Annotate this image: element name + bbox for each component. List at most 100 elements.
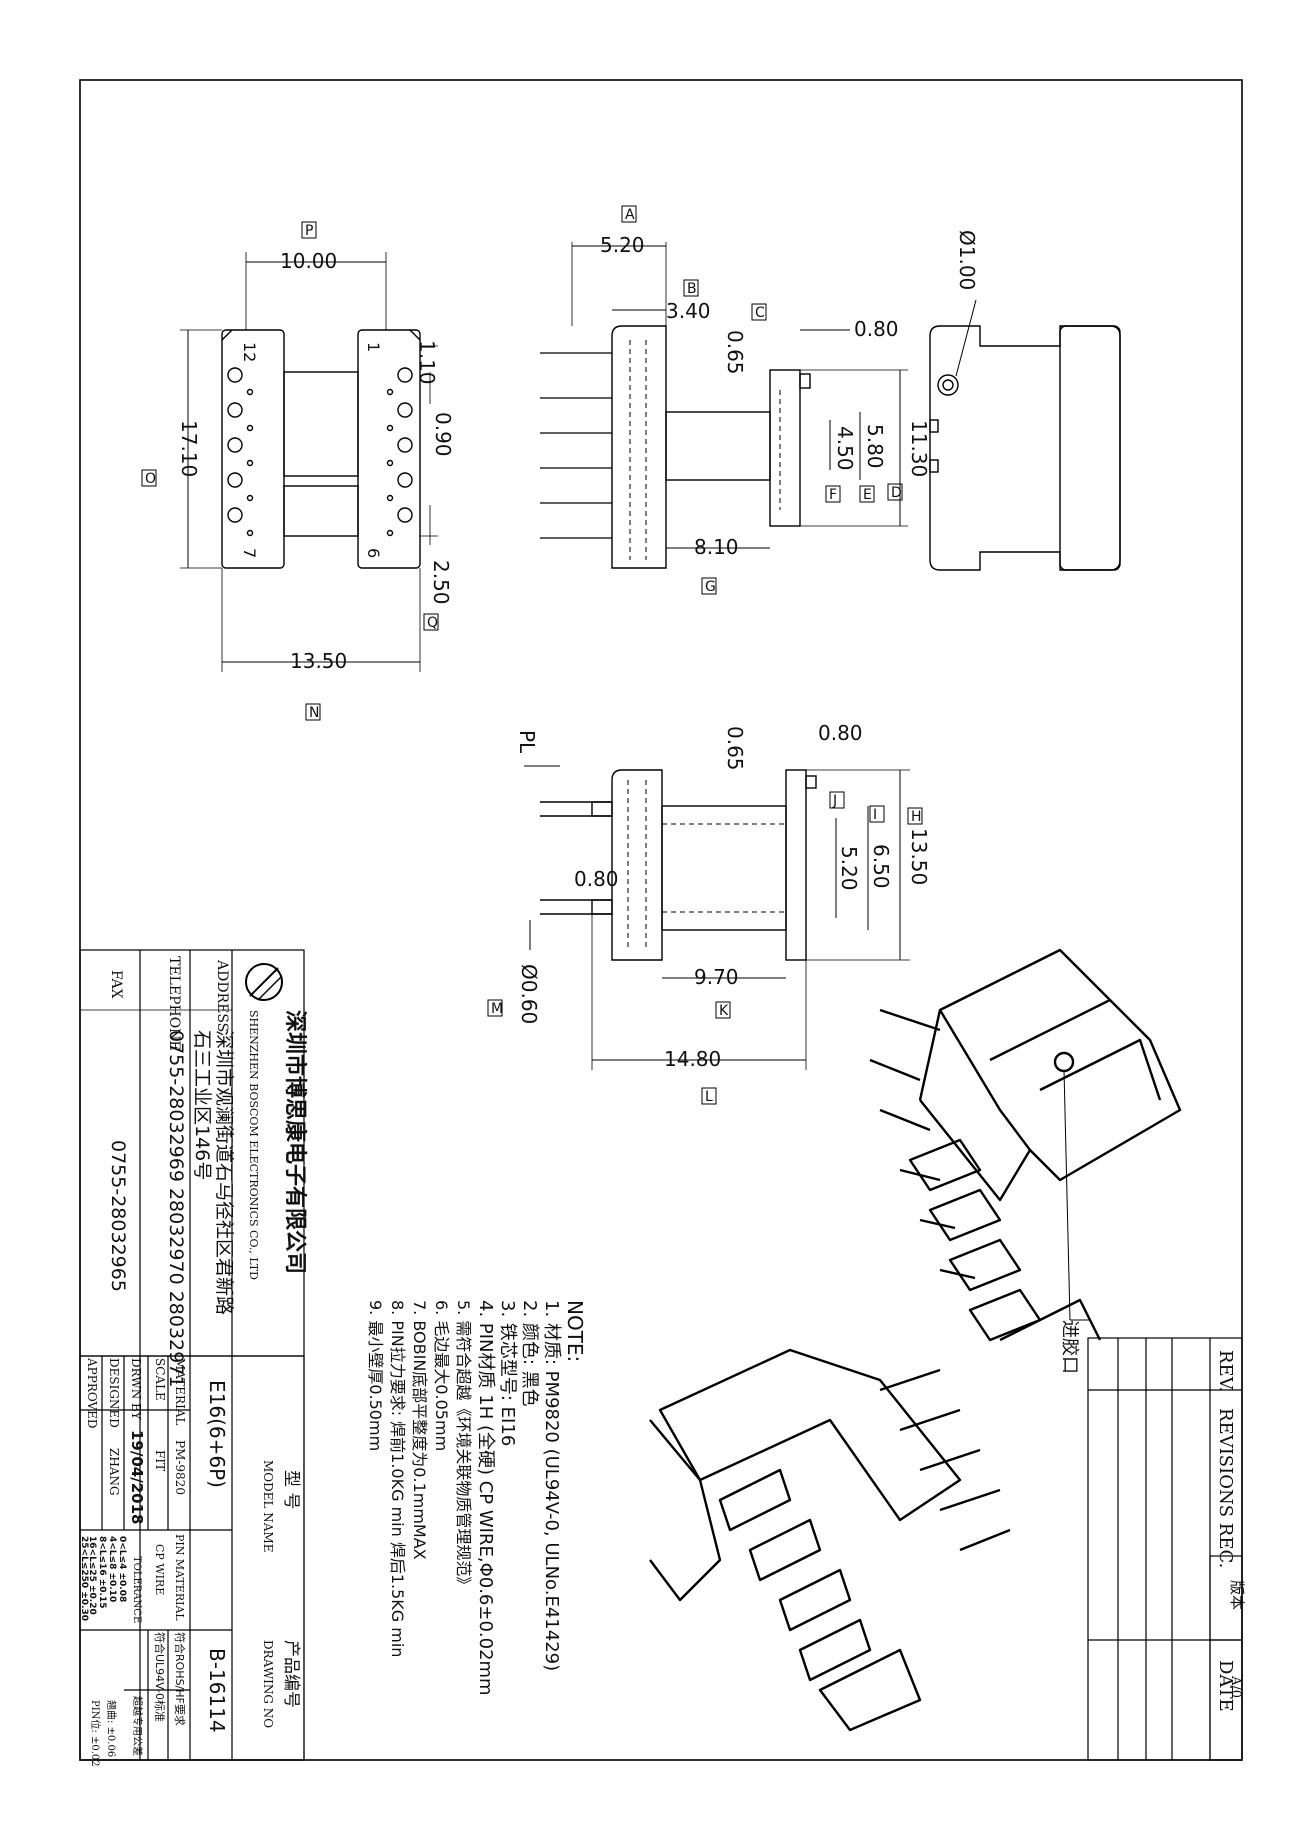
label-h: H — [911, 809, 922, 825]
approved-label: APPROVED — [85, 1357, 99, 1429]
dim-0-80-left: 0.80 — [574, 867, 619, 891]
dim-5-20: 5.20 — [600, 233, 645, 257]
revision-text: REV. REVISIONS REC. DATE 版本 A/0 — [1215, 1350, 1246, 1712]
notes: NOTE: 1. 材质: PM9820 (UL94V-0, ULNo.E4142… — [366, 1300, 587, 1696]
label-g: G — [705, 579, 716, 595]
address-line1: 深圳市观澜街道石马径社区君新路 — [213, 1030, 235, 1315]
dim-pl: PL — [515, 730, 539, 754]
material-value: PM-9820 — [173, 1440, 187, 1495]
fax-value: 0755-28032965 — [107, 1140, 129, 1292]
material-label: MATERIAL — [173, 1358, 187, 1426]
note-6: 6. 毛边最大0.05mm — [432, 1300, 451, 1451]
address-label: ADDRESS — [214, 959, 230, 1032]
warpage-tolerance: 翘曲: ±0.06 — [105, 1700, 117, 1757]
pin-number-12: 12 — [240, 342, 259, 362]
pin-number-7: 7 — [240, 548, 259, 558]
dim-5-80: 5.80 — [863, 424, 887, 469]
title-block-grid — [79, 1355, 305, 1761]
fax-label: FAX — [108, 970, 124, 999]
version-value: A/0 — [1228, 1675, 1243, 1698]
scale-label: SCALE — [153, 1358, 167, 1401]
sheet-border — [79, 79, 1243, 1761]
date-label: DATE — [1215, 1660, 1236, 1712]
dim-10-00: 10.00 — [280, 249, 337, 273]
revisions-label: REVISIONS REC. — [1215, 1408, 1236, 1568]
top-view — [180, 252, 438, 672]
pin-position-tolerance: PIN位: ±0.02 — [89, 1700, 102, 1767]
tolerance-label: TOLERANCE — [131, 1556, 142, 1623]
label-c: C — [755, 305, 765, 321]
note-4: 4. PIN材质 1H (全硬) CP WIRE,Φ0.6±0.02mm — [475, 1300, 496, 1696]
front-view — [929, 299, 1121, 571]
telephone-value: 0755-28032969 28032970 28032971 — [165, 1030, 187, 1387]
label-l: L — [705, 1089, 713, 1105]
dim-d0-60: Ø0.60 — [517, 964, 541, 1024]
top-view-dimension-text: 10.00 1.10 0.90 17.10 2.50 13.50 12 1 7 … — [177, 249, 455, 673]
dim-5-20-lower: 5.20 — [837, 846, 861, 891]
label-m: M — [491, 1001, 503, 1017]
label-d: D — [891, 485, 902, 501]
side-view — [540, 242, 908, 569]
pin-number-6: 6 — [364, 548, 383, 558]
address-line2: 石三工业区146号 — [191, 1030, 213, 1180]
company-text: 深圳市博思康电子有限公司 SHENZHEN BOSCOM ELECTRONICS… — [107, 956, 308, 1387]
dim-0-90: 0.90 — [431, 412, 455, 457]
dim-0-65-lower: 0.65 — [723, 726, 747, 771]
company-name-en: SHENZHEN BOSCOM ELECTRONICS CO., LTD — [247, 1010, 260, 1280]
model-label-en: MODEL NAME — [261, 1460, 275, 1553]
label-n: N — [309, 705, 319, 721]
drawing-label-cn: 产品编号 — [281, 1640, 301, 1708]
dim-4-50: 4.50 — [833, 426, 857, 471]
pin-material-value: 符合ROHS/HF要求 — [173, 1632, 187, 1726]
dim-d1-00: Ø1.00 — [955, 230, 979, 290]
tolerance-row-2: 4<L≤8 ±0.10 — [107, 1536, 117, 1602]
gate-label: 进胶口 — [1059, 1320, 1080, 1374]
dim-17-10: 17.10 — [177, 420, 201, 477]
dim-13-50: 13.50 — [290, 649, 347, 673]
lower-view-labels: H I J K L M — [487, 791, 923, 1105]
note-7: 7. BOBIN底部平整度为0.1mmMAX — [410, 1300, 429, 1560]
version-label: 版本 — [1228, 1580, 1246, 1610]
lower-view — [524, 765, 910, 1070]
note-8: 8. PIN拉力要求: 焊前1.0KG min 焊后1.5KG min — [388, 1300, 407, 1657]
scale-value: FIT — [153, 1450, 167, 1471]
label-p: P — [305, 223, 313, 239]
designed-value: ZHANG — [107, 1448, 121, 1496]
side-view-dimension-text: 5.20 3.40 0.80 0.65 11.30 5.80 4.50 8.10 — [600, 233, 931, 559]
model-label-cn: 型 号 — [281, 1470, 301, 1509]
cp-wire-label: CP WIRE — [153, 1544, 166, 1595]
lower-view-dimension-text: PL 0.65 0.80 13.50 6.50 5.20 0.80 9.70 1… — [515, 721, 931, 1071]
model-value: E16(6+6P) — [205, 1380, 229, 1488]
note-9: 9. 最小壁厚0.50mm — [366, 1300, 385, 1451]
label-o: O — [145, 471, 156, 487]
cp-wire-value: 符合UL94V-0标准 — [153, 1632, 167, 1722]
dim-9-70: 9.70 — [694, 965, 739, 989]
dim-8-10: 8.10 — [694, 535, 739, 559]
drawn-value: 19/04/2018 — [128, 1430, 146, 1524]
isometric-view-lower — [649, 1348, 1011, 1732]
top-view-labels: P Q O N — [141, 221, 439, 721]
label-i: I — [873, 807, 877, 823]
dim-3-40: 3.40 — [666, 299, 711, 323]
company-name-cn: 深圳市博思康电子有限公司 — [282, 1010, 308, 1274]
label-b: B — [687, 281, 697, 297]
label-e: E — [863, 487, 872, 503]
drawing-label-en: DRAWING NO — [261, 1640, 275, 1728]
dim-14-80: 14.80 — [664, 1047, 721, 1071]
side-view-labels: A B C D E F G — [621, 205, 903, 595]
dim-0-80-top: 0.80 — [818, 721, 863, 745]
tolerance-row-4: 16<L≤25 ±0.20 — [87, 1536, 97, 1615]
dim-13-50-lower: 13.50 — [907, 828, 931, 885]
notes-title: NOTE: — [563, 1300, 587, 1362]
note-3: 3. 铁芯型号: EI16 — [497, 1300, 518, 1446]
dim-0-65-side: 0.65 — [723, 330, 747, 375]
pin-material-label: PIN MATERIAL — [173, 1534, 186, 1621]
title-block-text: 型 号 MODEL NAME E16(6+6P) 产品编号 DRAWING NO… — [79, 1357, 301, 1767]
label-k: K — [719, 1003, 729, 1019]
rev-label: REV. — [1215, 1350, 1236, 1392]
tolerance-row-1: 0<L≤4 ±0.08 — [117, 1536, 127, 1602]
label-f: F — [829, 487, 837, 503]
dim-0-80-side: 0.80 — [854, 317, 899, 341]
note-1: 1. 材质: PM9820 (UL94V-0, ULNo.E41429) — [541, 1300, 562, 1671]
